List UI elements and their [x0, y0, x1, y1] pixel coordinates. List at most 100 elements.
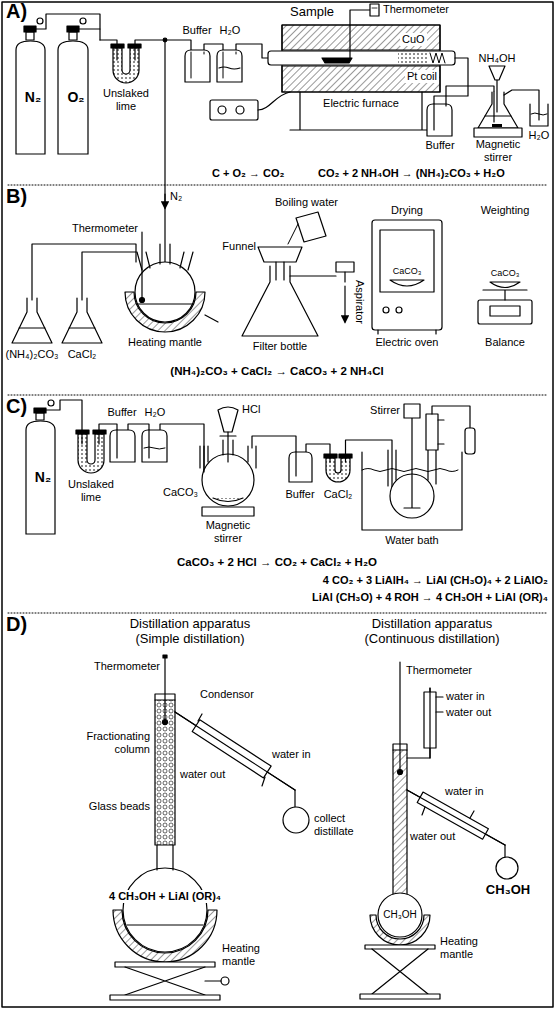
gas-regulator — [24, 18, 86, 40]
reaction-flask — [202, 507, 254, 516]
condenser — [504, 845, 505, 857]
lime-u-tube — [76, 430, 106, 473]
wash-bottle — [142, 430, 167, 462]
wash-bottle — [117, 430, 149, 458]
water-bath — [388, 450, 396, 486]
absorber-train — [485, 115, 511, 116]
water-bath — [438, 420, 444, 444]
part-label: water out — [180, 768, 225, 781]
part-label: Glass beads — [89, 800, 150, 813]
gas-tubing — [79, 28, 100, 29]
cylinder-outline — [16, 41, 45, 154]
drying-oven — [396, 307, 402, 313]
distillation-column — [429, 688, 430, 758]
wash-bottle — [191, 52, 236, 78]
lab-jack — [110, 962, 229, 1000]
gas-tubing — [36, 14, 100, 40]
part-label: Buffer — [285, 488, 314, 501]
lab-jack — [205, 980, 221, 981]
distillation-flask — [127, 925, 203, 926]
balance — [478, 282, 532, 324]
fractionating-column — [155, 700, 175, 845]
fractionating-column — [163, 720, 168, 725]
drying-oven — [383, 307, 389, 313]
absorber-train — [492, 124, 502, 127]
reaction-flask — [227, 432, 228, 462]
reagent-flask — [12, 244, 136, 343]
part-label: HCl — [242, 403, 260, 416]
panel-letter: A) — [0, 0, 555, 22]
gas-regulator — [26, 32, 34, 40]
part-label: Boiling water — [275, 196, 338, 209]
condenser — [422, 807, 474, 818]
filter-bottle — [344, 286, 345, 322]
water-bath — [362, 404, 475, 530]
filter-bottle — [288, 224, 298, 244]
reagent-flask — [32, 244, 136, 300]
lab-jack — [360, 994, 440, 999]
tube-furnace — [290, 92, 432, 130]
furnace-controller — [236, 106, 244, 114]
distillation-flask — [157, 845, 173, 870]
lime-u-tube — [78, 434, 104, 473]
part-label: Electric oven — [376, 336, 439, 349]
part-label: CaCl₂ — [68, 348, 97, 361]
part-label: Heating mantle — [128, 336, 202, 349]
part-label: Weighting — [481, 204, 530, 217]
part-label: Funnel — [222, 240, 256, 253]
water-bath — [362, 469, 458, 472]
absorber-train — [496, 80, 497, 112]
tube-furnace — [282, 66, 440, 92]
drying-oven — [372, 220, 442, 330]
absorber-train — [504, 90, 539, 120]
distillation-column — [393, 662, 443, 895]
lime-u-tube — [128, 44, 141, 48]
condenser — [407, 790, 505, 845]
thermometer — [140, 232, 145, 303]
tube-furnace — [398, 52, 428, 64]
furnace-controller — [218, 106, 226, 114]
part-label: Magnetic stirrer — [198, 519, 258, 544]
gas-regulator — [67, 26, 79, 32]
three-neck-flask — [125, 244, 218, 332]
part-label: water in — [272, 748, 311, 761]
gas-regulator — [80, 18, 86, 24]
reaction-equation: 4 CO₂ + 3 LiAlH₄ → LiAl (CH₃O)₄ + 2 LiAl… — [323, 574, 548, 587]
distillation-column — [398, 770, 403, 775]
reaction-flask — [248, 446, 256, 468]
part-label: CuO — [400, 33, 427, 46]
part-label: Heating mantle — [222, 942, 282, 967]
distillation-column — [436, 697, 443, 712]
wash-bottle — [219, 67, 240, 69]
part-label: CaCO₃ — [163, 486, 198, 499]
distillation-column — [393, 750, 407, 895]
part-label: Buffer — [107, 406, 136, 419]
part-label: N₂ — [170, 190, 182, 203]
filter-bottle — [336, 262, 354, 272]
part-label: Electric furnace — [323, 97, 399, 110]
three-neck-flask — [137, 304, 193, 305]
distillation-flask — [113, 845, 217, 962]
water-bath — [428, 450, 436, 484]
filter-bottle — [276, 262, 284, 280]
condenser — [407, 790, 518, 879]
panel-band: A)N₂O₂ — [0, 0, 555, 185]
absorber-train — [489, 66, 505, 80]
gas-cylinder: N₂ — [25, 420, 56, 535]
thermometer-probe — [350, 10, 370, 58]
water-bath — [426, 414, 438, 450]
drying-oven — [390, 280, 424, 286]
gas-regulator — [24, 26, 36, 32]
thermometer — [141, 232, 142, 298]
absorber-train — [530, 104, 548, 126]
gas-cylinder: O₂ — [57, 40, 89, 155]
part-label: Heating mantle — [440, 935, 500, 960]
absorber-train — [427, 104, 452, 136]
gas-regulator — [36, 413, 44, 420]
drying-oven — [372, 220, 442, 334]
fractionating-column — [155, 655, 175, 845]
reagent-flask — [69, 328, 95, 329]
